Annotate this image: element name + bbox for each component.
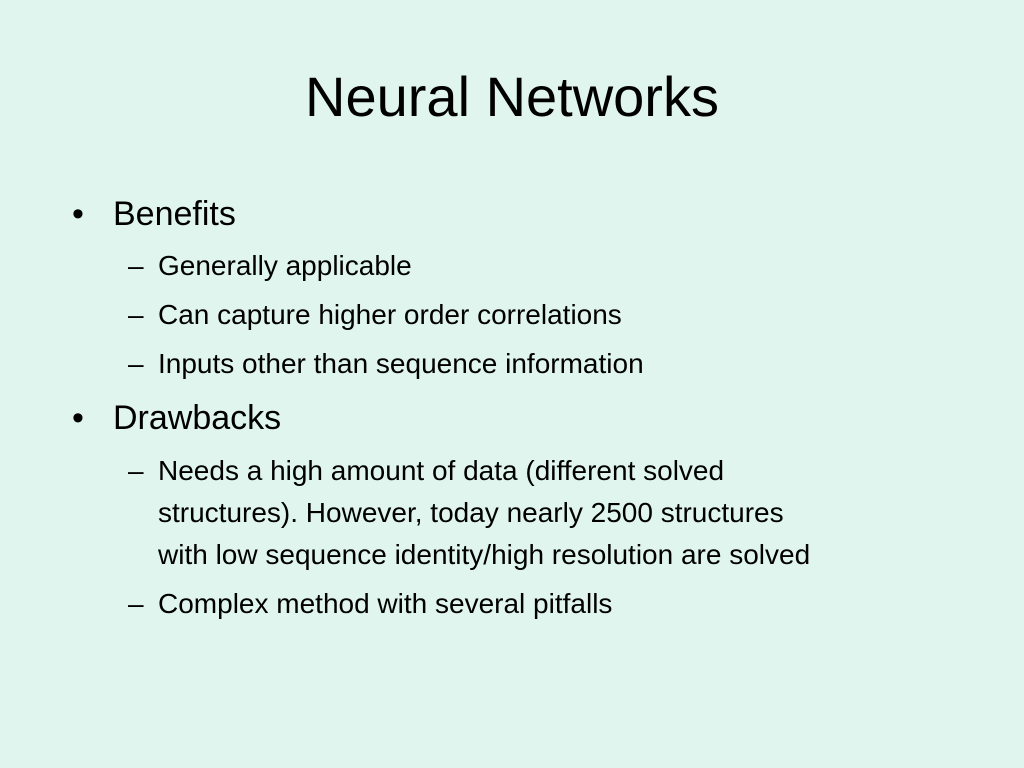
sub-bullet-complex-method: Complex method with several pitfalls [158,588,613,619]
dash-icon: – [128,250,144,281]
bullet-drawbacks: Drawbacks [113,399,282,437]
dash-icon: – [128,455,144,486]
sub-bullet-high-amount-data-line1: Needs a high amount of data (different s… [158,455,725,486]
sub-bullet-generally-applicable: Generally applicable [158,250,412,281]
slide-title: Neural Networks [305,65,719,128]
sub-bullet-higher-order-correlations: Can capture higher order correlations [158,299,622,330]
sub-bullet-inputs-other: Inputs other than sequence information [158,348,644,379]
sub-bullet-high-amount-data-line2: structures). However, today nearly 2500 … [158,497,784,528]
bullet-icon: • [72,399,84,437]
dash-icon: – [128,299,144,330]
bullet-benefits: Benefits [113,195,236,233]
sub-bullet-high-amount-data-line3: with low sequence identity/high resoluti… [158,539,811,570]
dash-icon: – [128,588,144,619]
bullet-icon: • [72,195,84,233]
dash-icon: – [128,348,144,379]
